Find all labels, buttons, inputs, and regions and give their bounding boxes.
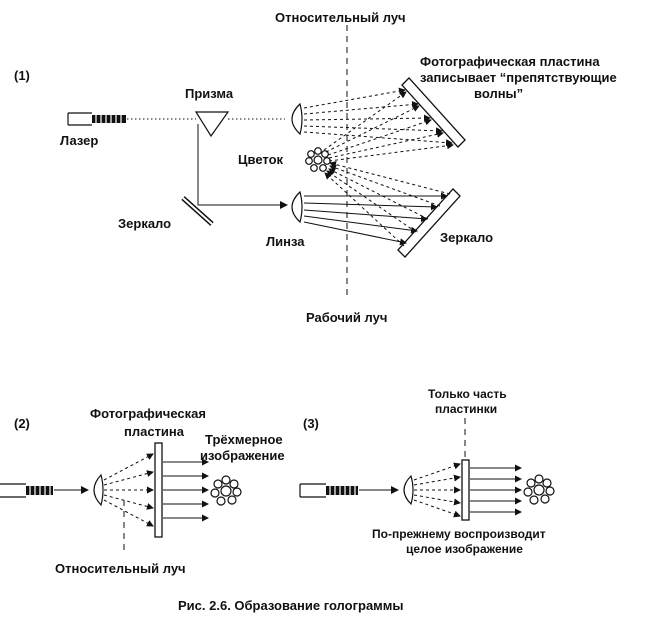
panel-3: (3) Только часть пластинки xyxy=(299,387,555,556)
panel-3-number: (3) xyxy=(303,416,319,431)
laser-label: Лазер xyxy=(60,133,98,148)
lens-to-plate-rays xyxy=(413,462,461,518)
reference-beam-label: Относительный луч xyxy=(275,10,406,25)
lens-icon xyxy=(291,190,303,224)
object-beam-label: Рабочий луч xyxy=(306,310,387,325)
laser-icon xyxy=(67,112,126,126)
flower-icon xyxy=(523,474,555,505)
mirror-to-flower-rays xyxy=(324,161,451,247)
photo-plate-label-3: волны” xyxy=(474,86,523,101)
lens-icon xyxy=(403,474,414,506)
photo-plate-icon xyxy=(461,459,470,521)
photo-plate-label-1: Фотографическая пластина xyxy=(420,54,600,69)
photo-plate-icon xyxy=(401,77,466,148)
figure-caption: Рис. 2.6. Образование голограммы xyxy=(178,598,404,613)
object-rays xyxy=(303,192,448,246)
panel-2-plate-label-2: пластина xyxy=(124,424,185,439)
split-beam-down xyxy=(197,124,212,206)
lens-icon xyxy=(93,473,104,507)
whole-image-label-1: По-прежнему воспроизводит xyxy=(372,527,546,541)
prism-icon xyxy=(194,111,230,138)
flower-to-plate-rays xyxy=(323,91,454,162)
panel-1-number: (1) xyxy=(14,68,30,83)
flower-label: Цветок xyxy=(238,152,284,167)
photo-plate-icon xyxy=(154,442,163,538)
plate-to-image-rays xyxy=(470,464,522,516)
laser-icon xyxy=(0,483,53,498)
prism-label: Призма xyxy=(185,86,234,101)
whole-image-label-2: целое изображение xyxy=(406,542,523,556)
mirror-icon xyxy=(397,188,461,258)
image-label-1: Трёхмерное xyxy=(205,432,283,447)
laser-icon xyxy=(299,483,358,498)
mirror-right-label: Зеркало xyxy=(440,230,493,245)
panel-2-reference-beam-label: Относительный луч xyxy=(55,561,186,576)
flower-icon xyxy=(305,147,331,172)
image-label-2: изображение xyxy=(200,448,285,463)
part-label-1: Только часть xyxy=(428,387,507,401)
lens-icon xyxy=(291,102,303,136)
mirror-left-label: Зеркало xyxy=(118,216,171,231)
photo-plate-label-2: записывает “препятствующие xyxy=(420,70,617,85)
panel-2-number: (2) xyxy=(14,416,30,431)
lens-label: Линза xyxy=(266,234,305,249)
lens-to-plate-rays xyxy=(103,453,154,527)
panel-1: (1) Относительный луч Лазер Призма xyxy=(14,10,617,325)
reference-rays xyxy=(303,87,453,147)
flower-icon xyxy=(210,475,242,506)
plate-to-image-rays xyxy=(163,458,209,522)
part-label-2: пластинки xyxy=(435,402,497,416)
panel-2: (2) Фотографическая пластина xyxy=(0,406,285,576)
panel-2-plate-label-1: Фотографическая xyxy=(90,406,206,421)
